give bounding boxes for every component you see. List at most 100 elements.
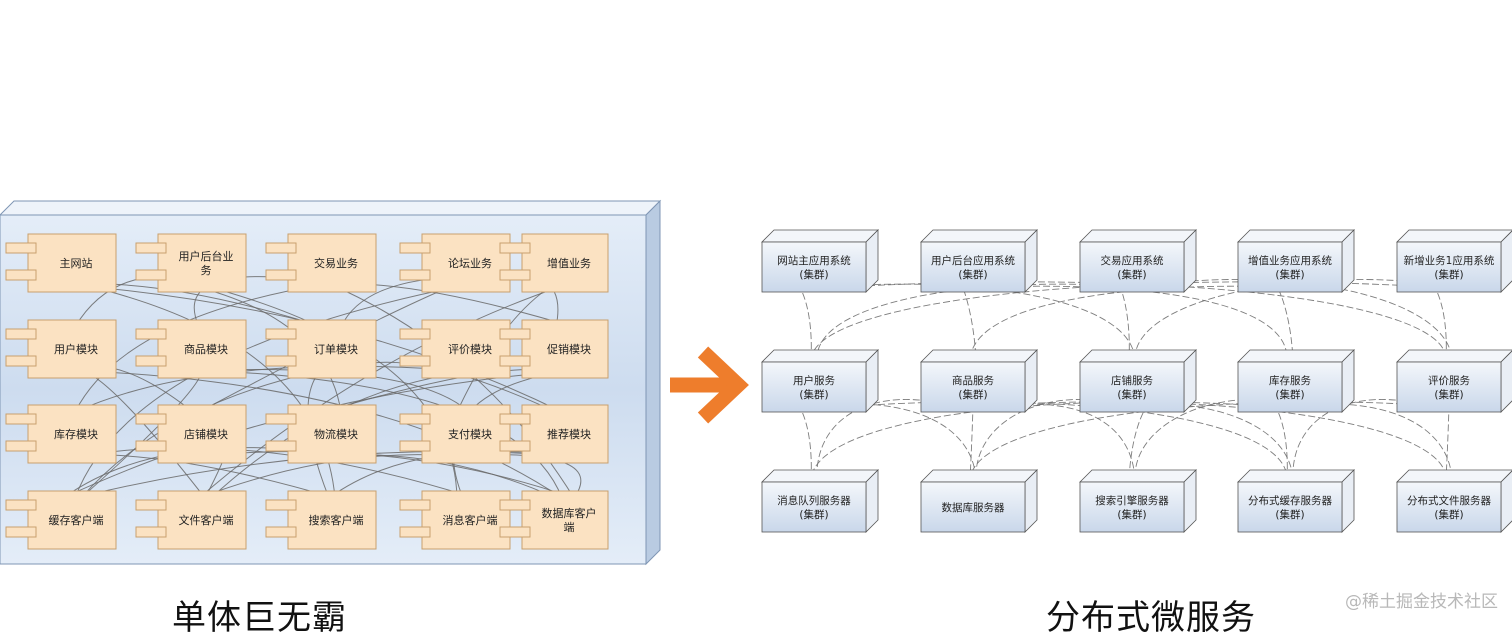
microservice-node: 评价服务(集群) xyxy=(1396,349,1512,413)
service-call-arrow xyxy=(814,283,1147,361)
monolith-module: 库存模块 xyxy=(5,404,117,464)
monolith-module-label: 缓存客户端 xyxy=(49,513,104,527)
monolith-module-label: 论坛业务 xyxy=(448,256,492,270)
service-call-arrow xyxy=(1132,399,1305,481)
service-call-arrow xyxy=(1443,405,1450,481)
microservice-node: 网站主应用系统(集群) xyxy=(761,229,879,293)
monolith-module: 交易业务 xyxy=(265,233,377,293)
monolith-module: 物流模块 xyxy=(265,404,377,464)
microservice-label: 分布式缓存服务器 xyxy=(1248,494,1332,507)
microservice-node: 分布式文件服务器(集群) xyxy=(1396,469,1512,533)
microservice-label: 店铺服务 xyxy=(1111,374,1153,387)
monolith-module-label: 用户后台业 xyxy=(179,249,234,263)
microservice-label: 评价服务 xyxy=(1428,374,1470,387)
service-call-arrow xyxy=(1289,403,1455,481)
microservice-label: 用户后台应用系统 xyxy=(931,254,1015,267)
microservice-label: 消息队列服务器 xyxy=(777,494,851,507)
monolith-module-label: 促销模块 xyxy=(547,342,591,356)
microservice-label: (集群) xyxy=(799,508,828,521)
microservice-label: (集群) xyxy=(1275,388,1304,401)
monolith-module: 支付模块 xyxy=(399,404,511,464)
microservice-node: 数据库服务器 xyxy=(920,469,1038,533)
service-call-arrow xyxy=(808,401,1291,481)
microservice-label: 库存服务 xyxy=(1269,374,1311,387)
service-call-arrow xyxy=(967,405,974,481)
monolith-module-label: 物流模块 xyxy=(314,427,358,441)
service-call-arrow xyxy=(808,281,1450,361)
monolith-module: 缓存客户端 xyxy=(5,490,117,550)
monolith-module-label: 务 xyxy=(201,264,212,277)
microservice-node: 商品服务(集群) xyxy=(920,349,1038,413)
service-call-arrow xyxy=(967,401,1464,481)
monolith-module-label: 搜索客户端 xyxy=(309,513,364,527)
microservice-label: 分布式文件服务器 xyxy=(1407,494,1491,507)
service-call-arrow xyxy=(967,285,1305,361)
microservice-node: 用户后台应用系统(集群) xyxy=(920,229,1038,293)
service-call-arrow xyxy=(1433,285,1449,361)
microservice-label: (集群) xyxy=(958,388,987,401)
service-call-arrow xyxy=(958,401,1449,481)
monolith-module-label: 交易业务 xyxy=(314,256,358,270)
service-call-arrow xyxy=(827,401,1290,481)
dependency-arrow xyxy=(201,451,575,500)
monolith-module-label: 库存模块 xyxy=(54,427,98,441)
monolith-module-label: 商品模块 xyxy=(184,342,228,356)
microservice-label: 搜索引擎服务器 xyxy=(1095,494,1169,507)
monolith-caption: 单体巨无霸 xyxy=(172,598,347,638)
monolith-module: 商品模块 xyxy=(135,319,247,379)
monolith-module-label: 消息客户端 xyxy=(443,513,498,527)
microservice-label: 数据库服务器 xyxy=(942,501,1005,514)
microservice-label: (集群) xyxy=(1275,268,1304,281)
service-call-arrow xyxy=(798,285,814,361)
service-call-arrow xyxy=(1116,281,1132,361)
monolith-module: 搜索客户端 xyxy=(265,490,377,550)
microservice-node: 用户服务(集群) xyxy=(761,349,879,413)
microservice-label: (集群) xyxy=(1117,268,1146,281)
microservice-label: 新增业务1应用系统 xyxy=(1404,254,1495,267)
microservice-nodes: 网站主应用系统(集群)用户后台应用系统(集群)交易应用系统(集群)增值业务应用系… xyxy=(761,229,1512,533)
microservice-label: 网站主应用系统 xyxy=(777,254,851,267)
microservices-caption: 分布式微服务 xyxy=(1046,598,1256,638)
microservice-node: 增值业务应用系统(集群) xyxy=(1237,229,1355,293)
monolith-module: 推荐模块 xyxy=(499,404,609,464)
microservice-label: 交易应用系统 xyxy=(1101,254,1164,267)
microservice-label: (集群) xyxy=(799,388,828,401)
microservice-label: (集群) xyxy=(1434,508,1463,521)
service-call-arrow xyxy=(972,285,1290,361)
microservice-label: 增值业务应用系统 xyxy=(1248,254,1332,267)
microservice-label: (集群) xyxy=(1434,388,1463,401)
service-call-arrow xyxy=(798,405,814,481)
microservice-node: 交易应用系统(集群) xyxy=(1079,229,1197,293)
microservice-label: (集群) xyxy=(958,268,987,281)
monolith-module: 店铺模块 xyxy=(135,404,247,464)
microservice-node: 库存服务(集群) xyxy=(1237,349,1355,413)
microservice-node: 新增业务1应用系统(集群) xyxy=(1396,229,1512,293)
microservice-label: 用户服务 xyxy=(793,374,835,387)
monolith-module-label: 主网站 xyxy=(60,256,93,270)
monolith-module: 主网站 xyxy=(5,233,117,293)
monolith-module-label: 文件客户端 xyxy=(179,513,234,527)
monolith-module-label: 增值业务 xyxy=(547,256,591,270)
monolith-module: 订单模块 xyxy=(265,319,377,379)
microservice-label: 商品服务 xyxy=(952,374,994,387)
monolith-module: 论坛业务 xyxy=(399,233,511,293)
watermark: @稀土掘金技术社区 xyxy=(1345,592,1498,612)
monolith-module-label: 数据库客户 xyxy=(542,506,597,520)
monolith-module: 用户模块 xyxy=(5,319,117,379)
microservice-node: 店铺服务(集群) xyxy=(1079,349,1197,413)
monolith-module-label: 支付模块 xyxy=(448,428,492,441)
microservice-label: (集群) xyxy=(1434,268,1463,281)
monolith-module-label: 评价模块 xyxy=(448,343,492,356)
monolith-module-label: 端 xyxy=(564,521,575,534)
service-call-arrow xyxy=(1126,405,1148,481)
microservice-node: 消息队列服务器(集群) xyxy=(761,469,879,533)
monolith-module: 评价模块 xyxy=(399,319,511,379)
monolith-module: 促销模块 xyxy=(499,319,609,379)
monolith-module: 文件客户端 xyxy=(135,490,247,550)
dependency-arrow xyxy=(83,447,476,500)
monolith-module-label: 店铺模块 xyxy=(184,427,228,441)
microservice-label: (集群) xyxy=(799,268,828,281)
